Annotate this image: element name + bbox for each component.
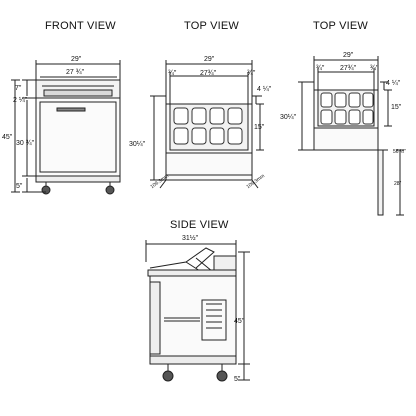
front-inner-width-label: 27 ¾" bbox=[66, 69, 85, 76]
side-view-title: SIDE VIEW bbox=[170, 219, 229, 231]
front-rail-height-label: 2 ¼" bbox=[13, 97, 28, 104]
top2-door-width-label: 28" bbox=[394, 181, 402, 187]
top1-right-gap-label: ¾" bbox=[247, 70, 256, 77]
top2-left-gap-label: ¾" bbox=[316, 65, 325, 72]
front-width-label: 29" bbox=[71, 56, 82, 63]
top1-left-gap-label: ¾" bbox=[168, 70, 177, 77]
top2-right-gap-label: ¾" bbox=[370, 65, 379, 72]
front-overall-height-label: 45" bbox=[2, 134, 13, 141]
front-body-height-label: 30 ¾" bbox=[16, 140, 35, 147]
top1-depth-label: 30¼" bbox=[129, 141, 146, 148]
side-caster-label: 5" bbox=[234, 376, 241, 383]
top2-open-depth-label: 56 ½" bbox=[393, 149, 406, 155]
front-caster-height-label: 5" bbox=[16, 183, 23, 190]
front-view-title: FRONT VIEW bbox=[45, 20, 116, 32]
top2-width-label: 29" bbox=[343, 52, 354, 59]
top-view-title-1: TOP VIEW bbox=[184, 20, 239, 32]
side-depth-label: 31½" bbox=[182, 235, 199, 242]
top2-inner-width-label: 27¾" bbox=[340, 65, 357, 72]
side-height-label: 45" bbox=[234, 318, 245, 325]
top1-rail-depth-label: 4 ¼" bbox=[257, 86, 272, 93]
top1-pan-depth-label: 15" bbox=[254, 124, 265, 131]
top1-inner-width-label: 27¾" bbox=[200, 70, 217, 77]
top1-width-label: 29" bbox=[204, 56, 215, 63]
top2-pan-depth-label: 15" bbox=[391, 104, 402, 111]
top2-rail-depth-label: 4 ¼" bbox=[386, 80, 401, 87]
top2-depth-label: 30¼" bbox=[280, 114, 297, 121]
front-lid-height-label: 7" bbox=[15, 85, 22, 92]
top-view-title-2: TOP VIEW bbox=[313, 20, 368, 32]
